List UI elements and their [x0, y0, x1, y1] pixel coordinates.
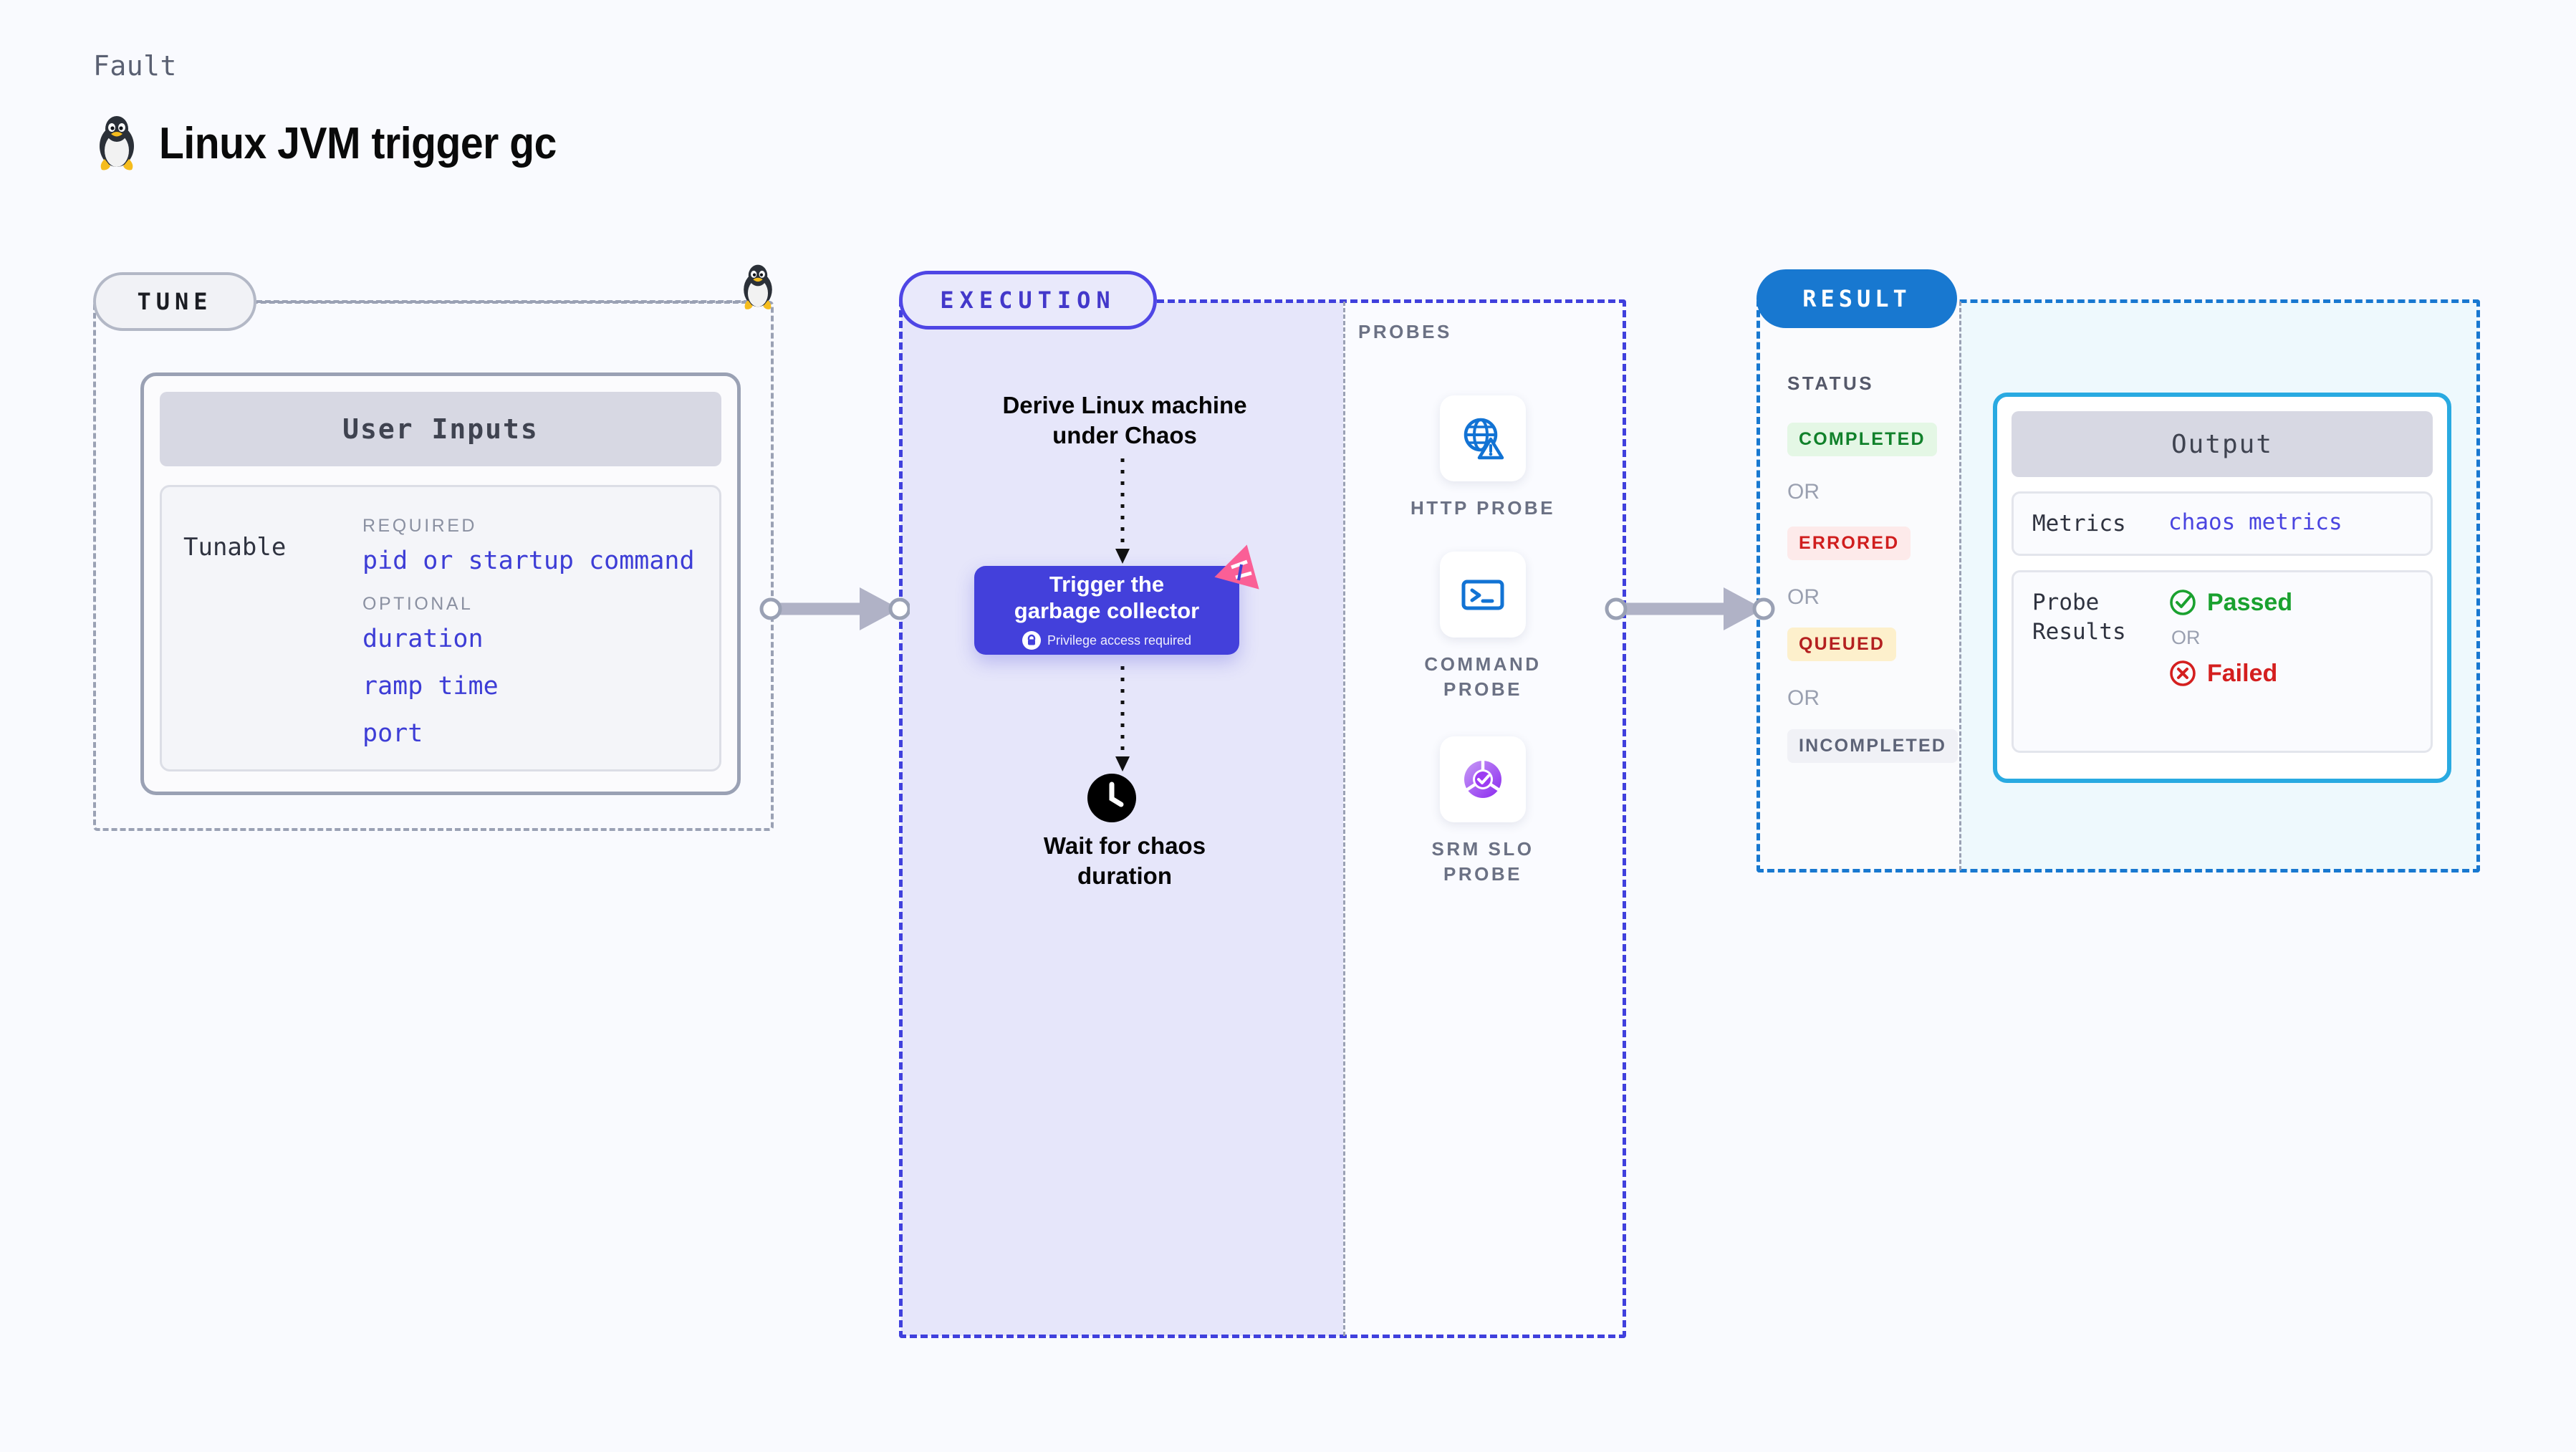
probe-results-values: Passed OR Failed [2168, 588, 2412, 688]
metrics-value[interactable]: chaos metrics [2168, 509, 2342, 535]
status-output-divider [1959, 302, 1961, 870]
status-or-3: OR [1787, 686, 1820, 710]
metrics-label: Metrics [2032, 511, 2126, 537]
x-circle-icon [2170, 660, 2196, 687]
litmus-ribbon-icon [1214, 544, 1272, 605]
result-panel [1756, 299, 2480, 872]
probe-result-or: OR [2171, 627, 2201, 649]
tunable-item-duration[interactable]: duration [362, 625, 484, 653]
tunable-item-port[interactable]: port [362, 719, 423, 748]
clock-icon [1087, 774, 1136, 826]
status-title: STATUS [1787, 372, 1875, 394]
status-or-1: OR [1787, 480, 1820, 504]
page-kicker: Fault [93, 50, 177, 82]
lock-icon [1022, 631, 1041, 650]
tune-stage-pill[interactable]: TUNE [93, 272, 256, 331]
tux-penguin-icon [738, 264, 778, 314]
output-header: Output [2012, 411, 2433, 477]
tunable-label: Tunable [183, 533, 287, 562]
arrow-trigger-to-wait [1112, 666, 1133, 777]
probe-result-passed: Passed [2168, 588, 2412, 617]
srm-slo-donut-icon [1440, 736, 1526, 822]
result-stage-pill[interactable]: RESULT [1756, 269, 1957, 328]
check-circle-icon [2170, 590, 2196, 616]
tunable-item-pid[interactable]: pid or startup command [362, 547, 695, 575]
execution-panel [899, 299, 1626, 1338]
page-title-row: Linux JVM trigger gc [93, 115, 591, 172]
failed-label: Failed [2207, 659, 2278, 687]
connector-probes-to-result [1605, 580, 1777, 641]
probe-result-failed: Failed [2168, 659, 2412, 688]
page-title: Linux JVM trigger gc [159, 118, 557, 168]
privilege-badge-text: Privilege access required [1047, 633, 1192, 648]
privilege-badge: Privilege access required [1022, 631, 1191, 650]
tunable-group-optional-title: OPTIONAL [362, 594, 474, 614]
probe-item-http[interactable]: HTTP PROBE [1365, 395, 1601, 521]
tux-penguin-icon [93, 115, 140, 172]
passed-label: Passed [2207, 588, 2293, 616]
tunable-values: REQUIRED pid or startup command OPTIONAL… [362, 516, 698, 769]
output-metrics-row: Metrics chaos metrics [2012, 491, 2433, 557]
arrow-derive-to-trigger [1112, 458, 1133, 569]
status-badge-errored: ERRORED [1787, 527, 1911, 560]
tunable-item-ramp-time[interactable]: ramp time [362, 672, 499, 701]
globe-warning-icon [1440, 395, 1526, 481]
tune-top-dashed-line [256, 300, 758, 303]
status-badge-incompleted: INCOMPLETED [1787, 729, 1959, 763]
execution-stage-pill[interactable]: EXECUTION [899, 271, 1157, 330]
user-inputs-header: User Inputs [160, 392, 721, 466]
status-panel-background [1759, 302, 1959, 870]
terminal-icon [1440, 552, 1526, 638]
tunable-box: Tunable REQUIRED pid or startup command … [160, 485, 721, 771]
user-inputs-card: User Inputs Tunable REQUIRED pid or star… [140, 372, 741, 795]
connector-tune-to-execution [759, 580, 911, 641]
status-or-2: OR [1787, 585, 1820, 609]
execution-probes-divider [1343, 302, 1345, 1336]
probe-label-http: HTTP PROBE [1410, 497, 1556, 519]
status-badge-completed: COMPLETED [1787, 423, 1937, 456]
status-badge-queued: QUEUED [1787, 628, 1897, 661]
tunable-group-required-title: REQUIRED [362, 516, 477, 536]
probes-title: PROBES [1358, 321, 1452, 342]
